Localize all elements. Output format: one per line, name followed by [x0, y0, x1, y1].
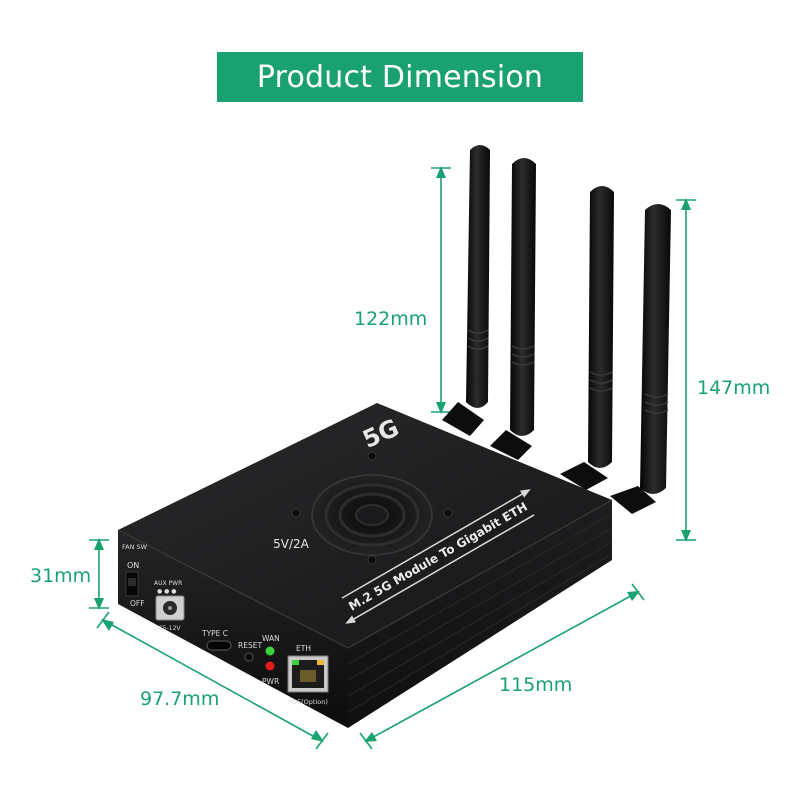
- svg-text:RESET: RESET: [238, 641, 262, 650]
- power-rating-label: 5V/2A: [273, 537, 310, 551]
- antennas: [442, 145, 671, 514]
- side-face: [348, 500, 612, 728]
- svg-text:ETH: ETH: [296, 644, 311, 653]
- antenna-1: [442, 145, 490, 436]
- usb-type-c-port: TYPE C: [201, 629, 232, 651]
- antenna-2: [490, 158, 536, 460]
- pwr-led: [265, 661, 275, 671]
- ethernet-port: ETH POE(Option): [287, 644, 329, 706]
- svg-text:● ● ●: ● ● ●: [157, 588, 177, 595]
- wan-led: [265, 646, 275, 656]
- status-leds: WAN PWR: [262, 634, 280, 686]
- dimension-line-width: [359, 583, 645, 750]
- reset-button: RESET: [238, 641, 262, 662]
- svg-text:PWR: PWR: [262, 677, 279, 686]
- box-height-label: 31mm: [30, 565, 92, 587]
- svg-text:FAN SW: FAN SW: [122, 543, 148, 551]
- title-banner: Product Dimension: [217, 52, 583, 102]
- depth-label: 97.7mm: [140, 688, 220, 710]
- fan-grille: [291, 451, 453, 565]
- svg-text:AUX PWR: AUX PWR: [154, 580, 182, 587]
- svg-text:POE(Option): POE(Option): [288, 698, 328, 706]
- front-panel: FAN SW ON OFF AUX PWR ● ● ● DC5-12V TYPE…: [122, 543, 329, 706]
- page-title: Product Dimension: [256, 59, 544, 95]
- svg-text:TYPE C: TYPE C: [201, 629, 228, 638]
- svg-text:ON: ON: [127, 561, 139, 570]
- antenna-3: [560, 186, 614, 490]
- svg-text:5V/2A: 5V/2A: [273, 537, 310, 551]
- dimension-lines: [89, 166, 696, 750]
- svg-text:DC5-12V: DC5-12V: [154, 625, 181, 632]
- antenna-height-label: 122mm: [354, 308, 428, 330]
- dimension-line-total-height: [676, 198, 696, 542]
- antenna-4: [610, 204, 671, 514]
- aux-power-jack: AUX PWR ● ● ● DC5-12V: [154, 580, 185, 632]
- dimension-line-antenna: [431, 166, 451, 414]
- svg-text:OFF: OFF: [130, 599, 145, 608]
- svg-text:WAN: WAN: [262, 634, 280, 643]
- dimension-line-depth: [96, 611, 329, 750]
- dimension-line-box-height: [89, 538, 109, 610]
- total-height-label: 147mm: [697, 377, 771, 399]
- fan-switch: FAN SW ON OFF: [122, 543, 148, 608]
- width-label: 115mm: [499, 674, 573, 696]
